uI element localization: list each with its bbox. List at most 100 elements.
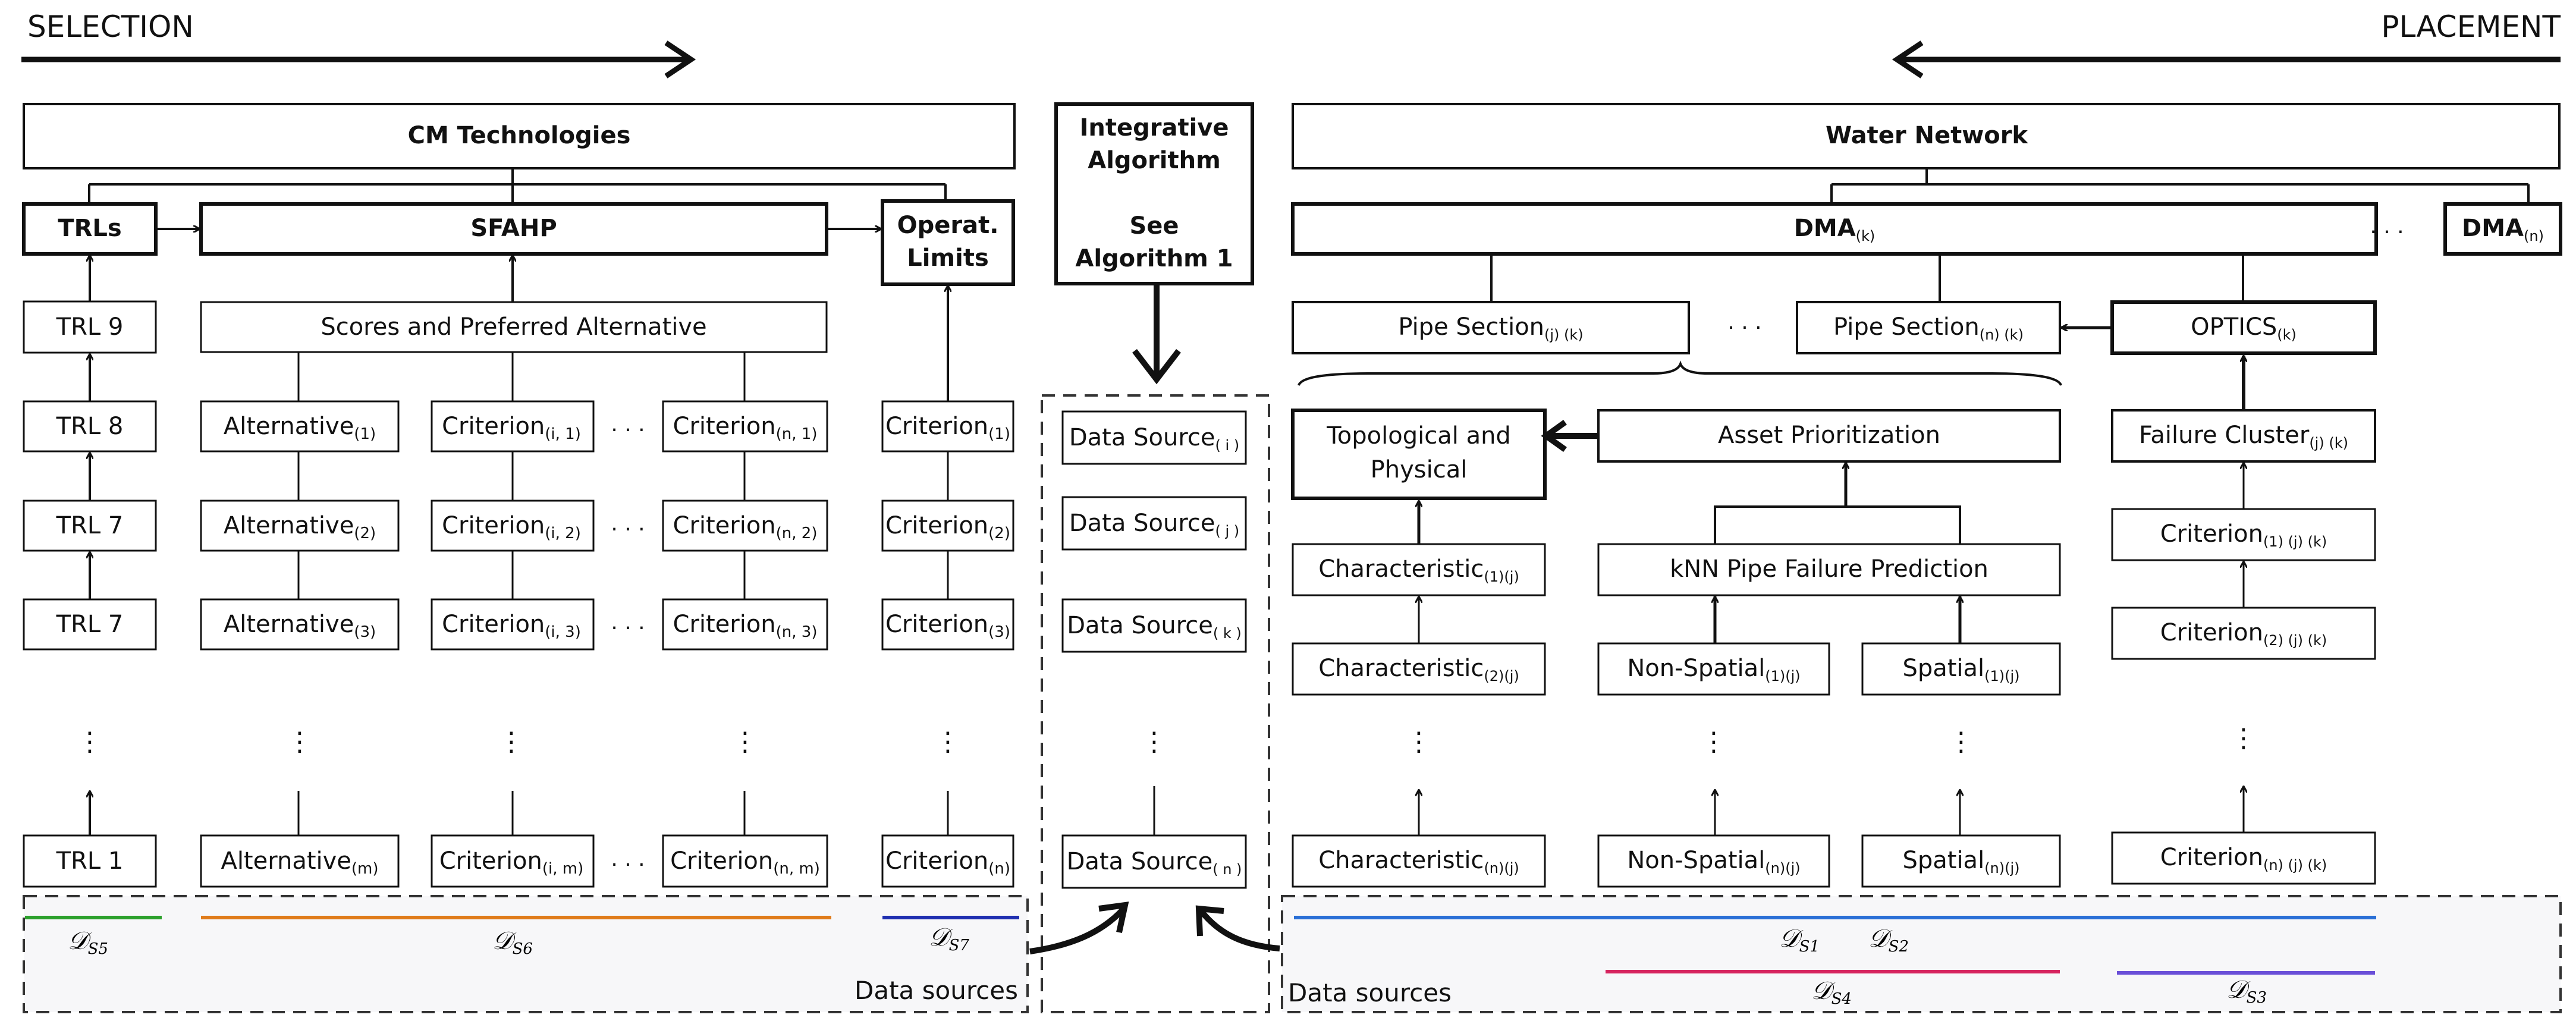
integrative-title-4: Algorithm 1 (1075, 245, 1233, 272)
right-section: Water Network DMA(k) · · · DMA(n) Pipe S… (1291, 103, 2562, 888)
characteristic-1-label: Characteristic(1)(j) (1318, 555, 1519, 585)
trls-label: TRLs (58, 215, 121, 242)
dma-n-label: DMA(n) (2462, 215, 2544, 244)
ds-s6-label: 𝒟S6 (492, 926, 533, 958)
pipe-section-ellipsis: · · · (1727, 316, 1761, 340)
non-spatial-n-label: Non-Spatial(n)(j) (1627, 847, 1800, 877)
water-network-tree-lines (1830, 168, 2530, 204)
data-source-k-box (1061, 598, 1247, 653)
data-sources-right-panel (1281, 895, 2562, 1013)
data-source-n-box (1061, 834, 1247, 889)
left-section: CM Technologies TRLs SFAHP Operat. Limit… (22, 103, 1016, 888)
header-placement: PLACEMENT (2381, 10, 2561, 44)
data-source-j-box (1061, 496, 1247, 551)
dma-n-box (2443, 202, 2562, 256)
op-criterion-3-box (881, 598, 1014, 651)
trl-8-label: TRL 8 (56, 413, 124, 440)
criterion-i2-box (431, 500, 595, 552)
operat-limits-box (881, 199, 1015, 286)
knn-tree-lines (1714, 505, 1961, 544)
non-spatial-column: Non-Spatial(1)(j) Non-Spatial(n)(j) ⋮ (1597, 596, 1830, 888)
data-source-i-box (1061, 410, 1247, 465)
criterion-i3-box (431, 598, 595, 651)
trl-9-label: TRL 9 (56, 313, 124, 341)
cluster-criterion-2-box (2111, 607, 2376, 660)
criterion-n1-box (662, 400, 828, 453)
sfahp-label: SFAHP (470, 215, 557, 242)
criterion-n-vdots: ⋮ (732, 727, 758, 757)
criterion-ellipsis-1: · · · (611, 418, 645, 442)
trl-1-label: TRL 1 (56, 847, 124, 875)
alternative-1-label: Alternative(1) (224, 413, 376, 443)
characteristic-vdots: ⋮ (1406, 727, 1432, 757)
placement-arrowhead (1892, 40, 1924, 78)
water-network-label: Water Network (1826, 122, 2028, 149)
alternative-1-box (200, 400, 400, 453)
data-source-n-label: Data Source( n ) (1067, 848, 1242, 878)
cluster-criterion-n-label: Criterion(n) (j) (k) (2160, 844, 2327, 874)
op-criterion-n-label: Criterion(n) (885, 847, 1010, 878)
criterion-n3-label: Criterion(n, 3) (673, 611, 817, 641)
dma-children-lines (1490, 254, 2244, 302)
operat-label-2: Limits (907, 244, 989, 272)
trl-7b-label: TRL 7 (56, 611, 124, 638)
integrative-title-3: See (1129, 212, 1179, 240)
criterion-i3-label: Criterion(i, 3) (442, 611, 581, 641)
criterion-ellipsis-3: · · · (611, 616, 645, 640)
data-source-vdots: ⋮ (1141, 727, 1167, 757)
asset-prioritization-box (1597, 409, 2061, 463)
cluster-criterion-1-box (2111, 508, 2376, 561)
trl-1-box (23, 834, 157, 888)
failure-cluster-box (2111, 409, 2376, 463)
criterion-ellipsis-m: · · · (611, 853, 645, 877)
op-criterion-2-box (881, 500, 1014, 552)
operat-criterion-column: Criterion(1) Criterion(2) Criterion(3) C… (881, 285, 1014, 888)
cluster-criterion-2-label: Criterion(2) (j) (k) (2160, 619, 2327, 649)
characteristic-column: Characteristic(1)(j) Characteristic(2)(j… (1292, 501, 1546, 888)
optics-label: OPTICS(k) (2191, 313, 2297, 343)
right-data-curve-arrowhead (1195, 905, 1224, 937)
spatial-1-label: Spatial(1)(j) (1902, 655, 2019, 684)
non-spatial-1-label: Non-Spatial(1)(j) (1627, 655, 1800, 684)
dma-k-box (1291, 202, 2378, 256)
alternative-2-box (200, 500, 400, 552)
characteristic-2-box (1292, 642, 1546, 696)
alternative-m-box (200, 834, 400, 888)
criterion-i-column: Criterion(i, 1) Criterion(i, 2) Criterio… (431, 400, 595, 888)
pipe-section-n-box (1796, 301, 2061, 354)
integrative-down-arrowhead (1132, 348, 1181, 385)
knn-label: kNN Pipe Failure Prediction (1670, 555, 1988, 583)
data-source-j-label: Data Source( j ) (1069, 510, 1239, 539)
integrative-title-2: Algorithm (1088, 147, 1221, 174)
data-sources-left-panel (23, 895, 1029, 1013)
criterion-i2-label: Criterion(i, 2) (442, 512, 581, 542)
integrative-title-1: Integrative (1080, 114, 1229, 142)
criterion-ellipsis-2: · · · (611, 517, 645, 542)
criterion-n1-label: Criterion(n, 1) (673, 413, 817, 443)
sfahp-box (199, 202, 828, 256)
op-criterion-vdots: ⋮ (935, 727, 961, 757)
spatial-n-box (1861, 834, 2061, 888)
criterion-im-box (431, 834, 595, 888)
non-spatial-n-box (1597, 834, 1830, 888)
cluster-criterion-n-box (2111, 831, 2376, 885)
trl-7b-box (23, 598, 157, 651)
characteristic-n-box (1292, 834, 1546, 888)
pipe-section-n-label: Pipe Section(n) (k) (1833, 313, 2024, 343)
asset-to-topological-arrowhead (1541, 419, 1567, 453)
trls-box (22, 202, 158, 256)
integrative-data-panel (1041, 394, 1270, 1013)
asset-prioritization-label: Asset Prioritization (1718, 422, 1940, 449)
characteristic-2-label: Characteristic(2)(j) (1318, 655, 1519, 684)
trl-8-box (23, 400, 157, 453)
data-sources-left-label: Data sources (855, 976, 1018, 1005)
characteristic-1-box (1292, 543, 1546, 596)
topological-physical-box (1291, 409, 1547, 500)
criterion-n-column: Criterion(n, 1) Criterion(n, 2) Criterio… (662, 400, 828, 888)
trl-7a-label: TRL 7 (56, 512, 124, 539)
cluster-criterion-1-label: Criterion(1) (j) (k) (2160, 520, 2327, 550)
op-criterion-2-label: Criterion(2) (885, 512, 1010, 542)
topological-label-1: Topological and (1326, 422, 1511, 450)
middle-section: Integrative Algorithm See Algorithm 1 Da… (1029, 102, 1280, 954)
